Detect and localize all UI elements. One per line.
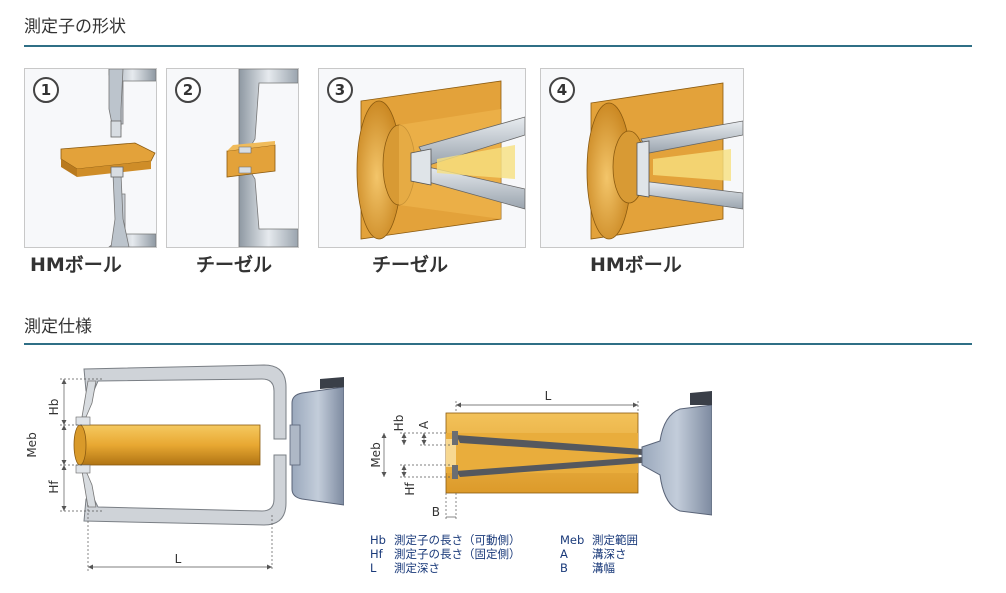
probe-1-illustration bbox=[25, 69, 156, 247]
legend-right: Meb 測定範囲 A 溝深さ B 溝幅 bbox=[560, 533, 638, 575]
section-divider bbox=[24, 343, 972, 345]
probe-number-badge: 3 bbox=[327, 77, 353, 103]
legend-row: Hf 測定子の長さ（固定側） bbox=[370, 547, 521, 561]
probe-caption-1: HMボール bbox=[30, 254, 122, 276]
dim-label-l: L bbox=[175, 552, 182, 566]
dim-label-a: A bbox=[417, 420, 431, 429]
probe-caption-4: HMボール bbox=[590, 254, 682, 276]
section-divider bbox=[24, 45, 972, 47]
legend-text: 測定深さ bbox=[394, 561, 440, 575]
legend-text: 測定範囲 bbox=[592, 533, 638, 547]
dim-label-meb: Meb bbox=[369, 442, 383, 467]
dim-label-b: B bbox=[432, 505, 440, 519]
probe-card-3: 3 bbox=[318, 68, 526, 248]
external-caliper-diagram: Hb Meb Hf L bbox=[25, 364, 344, 571]
legend-row: L 測定深さ bbox=[370, 561, 521, 575]
legend-code: Meb bbox=[560, 533, 585, 547]
probe-number-badge: 1 bbox=[33, 77, 59, 103]
probe-4-illustration bbox=[541, 69, 743, 247]
legend-code: B bbox=[560, 561, 568, 575]
probe-card-2: 2 bbox=[166, 68, 299, 248]
legend-text: 測定子の長さ（固定側） bbox=[394, 547, 521, 561]
legend-text: 溝深さ bbox=[592, 547, 627, 561]
internal-groove-diagram: L Hb A Meb Hf B bbox=[369, 389, 712, 521]
probe-card-1: 1 bbox=[24, 68, 157, 248]
dim-label-l: L bbox=[545, 389, 552, 403]
legend-row: Hb 測定子の長さ（可動側） bbox=[370, 533, 521, 547]
legend-text: 溝幅 bbox=[592, 561, 615, 575]
legend-code: A bbox=[560, 547, 568, 561]
dim-label-hb: Hb bbox=[392, 415, 406, 432]
probe-caption-3: チーゼル bbox=[372, 254, 449, 276]
dim-label-meb: Meb bbox=[25, 432, 39, 457]
probe-spec-title: 測定仕様 bbox=[24, 317, 92, 337]
dim-label-hb: Hb bbox=[47, 399, 61, 416]
dim-label-hf: Hf bbox=[47, 480, 61, 494]
probe-number-badge: 2 bbox=[175, 77, 201, 103]
legend-code: Hf bbox=[370, 547, 383, 561]
legend-code: Hb bbox=[370, 533, 386, 547]
probe-caption-2: チーゼル bbox=[196, 254, 273, 276]
probe-3-illustration bbox=[319, 69, 525, 247]
legend-row: B 溝幅 bbox=[560, 561, 638, 575]
legend-left: Hb 測定子の長さ（可動側） Hf 測定子の長さ（固定側） L 測定深さ bbox=[370, 533, 521, 575]
legend-row: A 溝深さ bbox=[560, 547, 638, 561]
legend-code: L bbox=[370, 561, 377, 575]
probe-number-badge: 4 bbox=[549, 77, 575, 103]
legend-row: Meb 測定範囲 bbox=[560, 533, 638, 547]
probe-card-4: 4 bbox=[540, 68, 744, 248]
dim-label-hf: Hf bbox=[403, 482, 417, 496]
legend-text: 測定子の長さ（可動側） bbox=[394, 533, 521, 547]
probe-shape-title: 測定子の形状 bbox=[24, 17, 126, 37]
